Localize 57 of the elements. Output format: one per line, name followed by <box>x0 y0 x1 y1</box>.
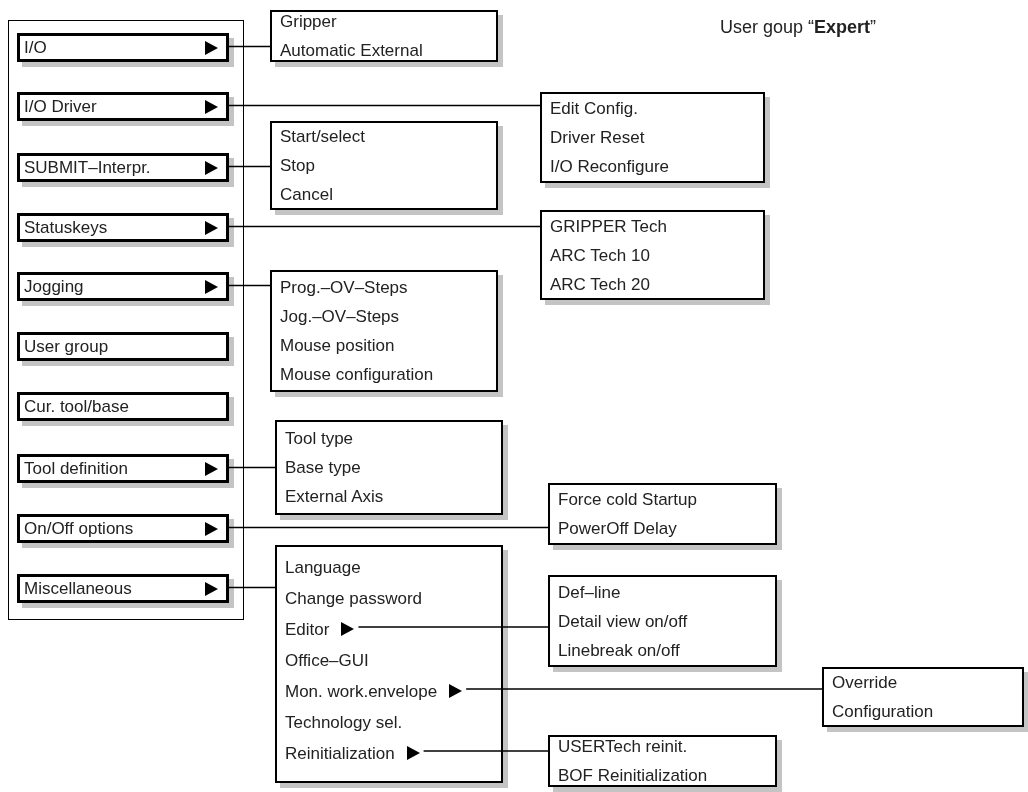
menu-option: Stop <box>280 151 496 180</box>
connector-line <box>228 586 276 589</box>
menu-option: Tool definition <box>24 454 128 483</box>
connector-line <box>228 284 271 287</box>
menu-option: Editor <box>285 614 330 644</box>
menu-option: USERTech reinit. <box>558 732 775 761</box>
menu-option: Miscellaneous <box>24 574 132 603</box>
menu-option: Prog.–OV–Steps <box>280 273 496 302</box>
menu-option: External Axis <box>285 482 501 511</box>
menu-option: ARC Tech 20 <box>550 269 763 299</box>
connector-line <box>357 626 549 628</box>
menu-option: Mouse configuration <box>280 360 496 389</box>
menu-option: Gripper <box>280 7 496 36</box>
menu-option: BOF Reinitialization <box>558 761 775 790</box>
menu-option: I/O <box>24 33 47 62</box>
menu-option: Driver Reset <box>550 123 763 152</box>
menu-option: Change password <box>285 583 423 613</box>
menu-option: Configuration <box>832 697 1022 726</box>
menu-option: Cur. tool/base <box>24 392 129 421</box>
connector-line <box>465 688 823 690</box>
menu-option: Statuskeys <box>24 213 108 242</box>
menu-option: Office–GUI <box>285 645 369 675</box>
title: User goup “Expert” <box>720 16 877 39</box>
menu-option: Start/select <box>280 122 496 151</box>
connector-line <box>423 750 549 752</box>
menu-option: Jog.–OV–Steps <box>280 302 496 331</box>
menu-option: ARC Tech 10 <box>550 240 763 270</box>
menu-option: SUBMIT–Interpr. <box>24 153 151 182</box>
connector-line <box>228 526 549 529</box>
menu-option: User group <box>24 332 109 361</box>
menu-option: Detail view on/off <box>558 606 775 636</box>
connector-line <box>228 104 541 107</box>
menu-option: Def–line <box>558 577 775 607</box>
menu-option: I/O Driver <box>24 92 97 121</box>
connector-line <box>228 225 541 228</box>
menu-option: Override <box>832 668 1022 697</box>
menu-option: Language <box>285 552 361 582</box>
menu-option: Edit Config. <box>550 94 763 123</box>
menu-option: Automatic External <box>280 36 496 65</box>
menu-option: On/Off options <box>24 514 134 543</box>
menu-option: GRIPPER Tech <box>550 211 763 241</box>
menu-option: Force cold Startup <box>558 485 775 514</box>
menu-option: Linebreak on/off <box>558 635 775 665</box>
menu-option: Technology sel. <box>285 707 403 737</box>
menu-panel <box>8 20 244 620</box>
connector-line <box>228 165 271 168</box>
menu-option: Jogging <box>24 272 84 301</box>
menu-option: Mouse position <box>280 331 496 360</box>
connector-line <box>228 45 271 48</box>
menu-option: Reinitialization <box>285 738 395 768</box>
menu-option: Cancel <box>280 180 496 209</box>
menu-option: Mon. work.envelope <box>285 676 438 706</box>
menu-option: PowerOff Delay <box>558 514 775 543</box>
menu-option: I/O Reconfigure <box>550 152 763 181</box>
connector-line <box>228 466 276 469</box>
menu-option: Tool type <box>285 424 501 453</box>
menu-option: Base type <box>285 453 501 482</box>
